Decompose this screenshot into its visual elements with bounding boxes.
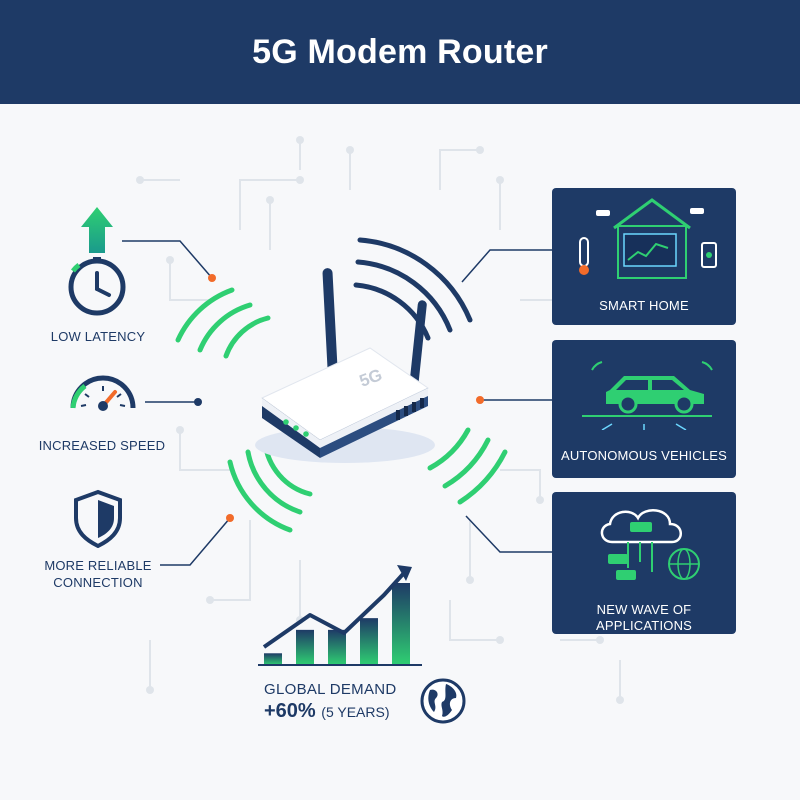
- connector-dot: [194, 398, 202, 406]
- demand-bar: [360, 618, 378, 665]
- demand-bar: [328, 629, 346, 665]
- router-illustration: 5G: [255, 268, 435, 463]
- router-antenna: [322, 268, 338, 378]
- demand-bar: [296, 629, 314, 665]
- panel-autonomous-vehicles: AUTONOMOUS VEHICLES: [552, 340, 736, 478]
- panel-new-applications: NEW WAVE OF APPLICATIONS: [552, 492, 736, 634]
- feature-label: MORE RELIABLE CONNECTION: [44, 558, 152, 590]
- demand-period: (5 YEARS): [321, 704, 390, 720]
- header-banner: 5G Modem Router: [0, 0, 800, 104]
- feature-label: INCREASED SPEED: [38, 438, 166, 453]
- panel-label: NEW WAVE OF APPLICATIONS: [595, 602, 693, 633]
- smart-home-icon: [579, 198, 717, 279]
- page-title: 5G Modem Router: [252, 32, 548, 71]
- demand-bar: [392, 583, 410, 665]
- feature-low-latency: LOW LATENCY: [13, 205, 183, 345]
- connector-dot: [208, 274, 216, 282]
- demand-growth-chart: [258, 565, 422, 666]
- connector-dot: [226, 514, 234, 522]
- feature-increased-speed: INCREASED SPEED: [13, 368, 191, 454]
- speedometer-icon: [70, 375, 136, 411]
- router-antenna: [408, 300, 427, 398]
- demand-title: GLOBAL DEMAND: [264, 681, 397, 698]
- demand-bar: [264, 653, 282, 665]
- panel-smart-home: SMART HOME: [552, 188, 736, 325]
- cloud-network-icon: [600, 509, 700, 580]
- feature-reliable-connection: MORE RELIABLE CONNECTION: [18, 488, 178, 591]
- panel-label: AUTONOMOUS VEHICLES: [560, 448, 728, 463]
- globe-icon: [420, 678, 466, 724]
- shield-icon: [74, 489, 122, 549]
- connector-dot: [476, 396, 484, 404]
- demand-value: +60% (5 YEARS): [264, 700, 424, 723]
- demand-percent: +60%: [264, 700, 316, 722]
- panel-label: SMART HOME: [599, 298, 689, 313]
- stopwatch-up-arrow-icon: [68, 207, 126, 316]
- car-icon: [582, 361, 713, 431]
- feature-label: LOW LATENCY: [50, 329, 146, 344]
- global-demand: GLOBAL DEMAND +60% (5 YEARS): [264, 681, 424, 723]
